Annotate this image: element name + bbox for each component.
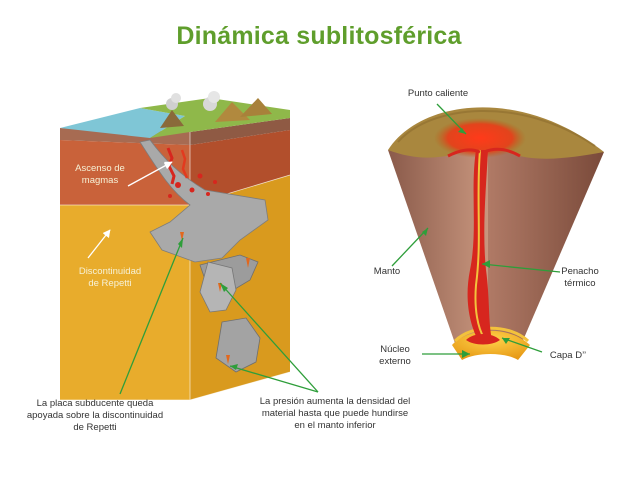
crust-texture: [397, 110, 596, 147]
label-ascenso-magmas: Ascenso de magmas: [75, 163, 125, 186]
plume-wedge: [388, 107, 604, 360]
capa-d-layer: [453, 326, 530, 343]
ash-cloud: [208, 91, 220, 103]
arrow-presion-1: [219, 282, 319, 393]
wedge-left-face: [388, 142, 488, 352]
plume-branch: [447, 148, 481, 158]
ocean-surface: [60, 108, 185, 138]
arrow-placa: [119, 237, 184, 395]
arrow-manto: [391, 227, 429, 267]
crust-right-face: [190, 118, 290, 145]
plume-base: [466, 334, 500, 345]
arrow-heads: [178, 128, 510, 370]
arrow-presion-2: [229, 365, 319, 393]
label-capa-d: Capa D’’: [549, 350, 587, 361]
arrow-capa-d: [501, 337, 543, 353]
label-nucleo-externo: Núcleo externo: [379, 344, 411, 367]
arrow-penacho: [481, 263, 561, 273]
label-placa-subducente: La placa subducente queda apoyada sobre …: [26, 398, 164, 433]
ash-cloud: [171, 93, 181, 103]
label-manto: Manto: [373, 266, 401, 277]
arrow-heads-white: [104, 162, 172, 238]
slab-fragment: [199, 261, 237, 313]
label-penacho-termico: Penacho térmico: [561, 266, 599, 289]
arrow-ascenso: [127, 161, 173, 187]
label-discontinuidad: Discontinuidad de Repetti: [78, 266, 142, 289]
label-punto-caliente: Punto caliente: [407, 88, 469, 99]
mountain: [240, 98, 272, 117]
mountain: [215, 102, 250, 122]
upper-mantle-right-face: [190, 130, 290, 205]
plume-core: [474, 149, 485, 339]
subduction-block: [60, 91, 291, 401]
wedge-right-face: [488, 142, 604, 352]
label-presion: La presión aumenta la densidad del mater…: [259, 396, 411, 431]
page-title: Dinámica sublitosférica: [176, 22, 462, 50]
hotspot: [434, 118, 526, 158]
volcano: [160, 110, 184, 128]
lower-mantle-left-face: [60, 205, 190, 400]
plume-branch: [483, 147, 521, 158]
block-wireframe: [60, 132, 291, 401]
thermal-plume: [467, 150, 492, 340]
